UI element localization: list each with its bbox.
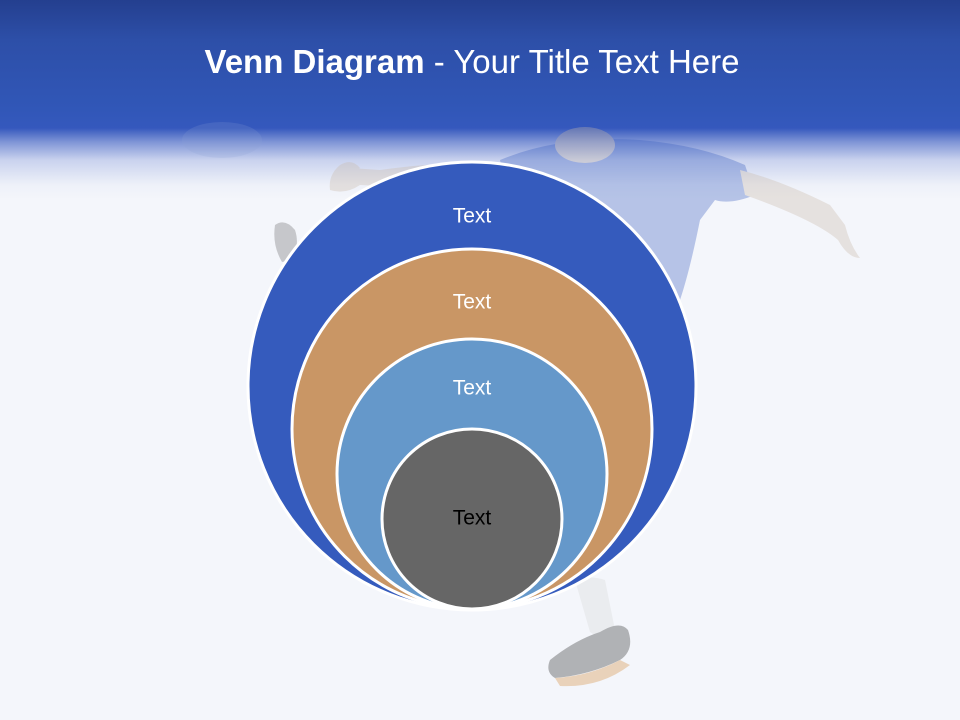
slide-title: Venn Diagram - Your Title Text Here: [0, 40, 944, 84]
title-separator: -: [424, 43, 454, 80]
title-bold: Venn Diagram: [204, 43, 425, 80]
title-rest: Your Title Text Here: [453, 43, 740, 80]
inner-circle-label: Text: [453, 507, 492, 530]
outer-circle-label: Text: [453, 205, 492, 228]
third-circle-label: Text: [453, 377, 492, 400]
second-circle-label: Text: [453, 291, 492, 314]
inner-circle: [380, 427, 564, 611]
